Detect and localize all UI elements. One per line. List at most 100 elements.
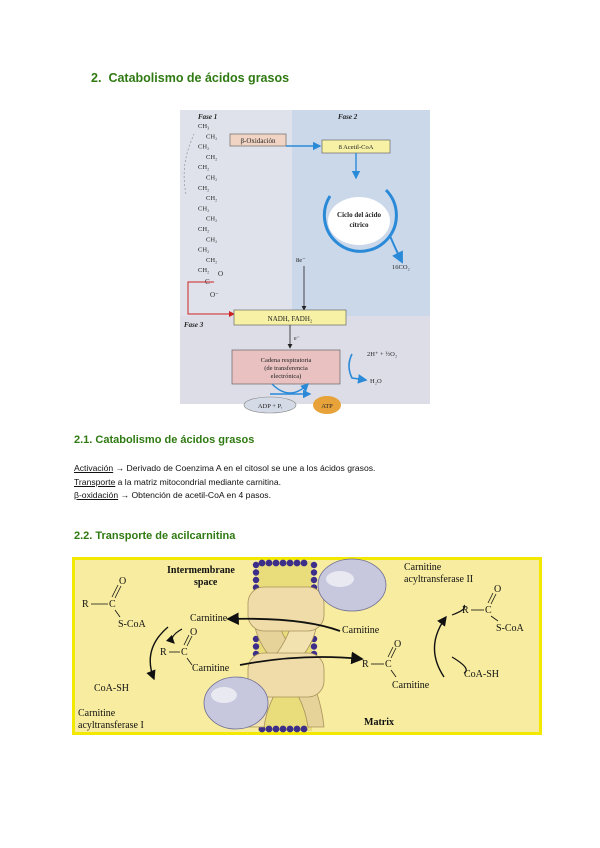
acylcarnitine-left-o: O (190, 627, 197, 638)
acylcarnitine-left-c: C (181, 647, 188, 658)
krebs-cycle-arrow (322, 188, 398, 253)
lipid-head (272, 725, 280, 733)
list-item: β-oxidación → Obtención de acetil-CoA en… (74, 490, 271, 501)
lipid-head (265, 559, 273, 567)
chain-group: CH₂ (198, 144, 209, 151)
acylcarnitine-right-o: O (394, 639, 401, 650)
intermembrane-label-line1: Intermembrane (167, 565, 235, 576)
cat1-label-line2: acyltransferase I (78, 720, 144, 731)
term-beta-oxidation: β-oxidación (74, 490, 119, 501)
nadh-label: NADH, FADH₂ (268, 315, 313, 323)
catabolism-diagram: Fase 1 Fase 2 Fase 3 CH₃CH₂CH₂CH₂CH₂CH₂C… (180, 104, 430, 418)
lipid-head (252, 569, 260, 576)
lipid-head (286, 559, 294, 567)
electrons-label: 8e⁻ (296, 257, 306, 264)
term-activation: Activación (74, 463, 114, 473)
lipid-head (258, 559, 266, 567)
chain-group: CH₂ (206, 195, 217, 202)
lipid-head (265, 725, 273, 733)
page-title: 2. Catabolismo de ácidos grasos (91, 71, 289, 85)
beta-oxidation-label: β-Oxidación (240, 137, 276, 145)
lipid-head (286, 725, 294, 733)
acyl-coa-c: C (109, 599, 116, 610)
lipid-head (310, 569, 318, 576)
acylcarnitine-right-c: C (385, 659, 392, 670)
chain-line3: electrónica) (271, 373, 302, 380)
cat1-enzyme (203, 676, 269, 730)
phase1-label: Fase 1 (198, 113, 217, 121)
cat2-label-line1: Carnitine (404, 562, 442, 573)
atp-label: ATP (321, 403, 333, 410)
chain-group: CH₂ (198, 247, 209, 254)
chain-group: CH₂ (198, 185, 209, 192)
acyl-coa-right-c: C (485, 605, 492, 616)
section-2-1-title: 2.1. Catabolismo de ácidos grasos (74, 434, 255, 446)
chain-line2: (de transferencia (264, 365, 308, 372)
krebs-line2: cítrico (349, 221, 369, 229)
acyl-coa-o: O (119, 576, 126, 587)
carboxyl-o: O (218, 270, 223, 278)
acylcarnitine-left-r: R (160, 647, 167, 658)
acyl-coa-right-r: R (462, 605, 469, 616)
krebs-line1: Ciclo del ácido (337, 211, 381, 219)
carnitine-right: Carnitine (342, 625, 380, 636)
acyl-coa-right-scoa: S-CoA (496, 623, 525, 634)
fatty-acid-chain: CH₃ CH₂ CH₂ CH₂ CH₂ CH₂ CH₂ CH₂ CH₂ CH₂ CH₂ CH₂ CH₂ C… (198, 123, 217, 274)
carboxyl-o-minus: O⁻ (210, 291, 219, 299)
coash-right: CoA-SH (464, 669, 499, 680)
adp-label: ADP + Pᵢ (258, 403, 283, 410)
adp-oval (243, 396, 297, 414)
oxygen-label: 2H⁺ + ½O₂ (367, 351, 397, 358)
section-2-2-title: 2.2. Transporte de acilcarnitina (74, 530, 236, 542)
chain-group: CH₂ (206, 133, 217, 140)
acylcarnitine-right-carnitine: Carnitine (392, 680, 430, 691)
acylcarnitine-left-carnitine: Carnitine (192, 663, 230, 674)
phase2-label: Fase 2 (338, 113, 358, 121)
chain-group: CH₂ (206, 175, 217, 182)
chain-group: CH₂ (206, 154, 217, 161)
co2-label: 16CO₂ (392, 264, 410, 271)
beta-oxidation-box (229, 133, 287, 147)
respiratory-chain-box (231, 349, 341, 385)
cat1-label-line1: Carnitine (78, 708, 116, 719)
chain-group: CH₂ (206, 236, 217, 243)
chain-line1: Cadena respiratoria (261, 357, 312, 364)
chain-group: CH₂ (198, 226, 209, 233)
section-number: 2. (91, 71, 102, 85)
lipid-head (252, 635, 260, 643)
lipid-head (293, 559, 301, 567)
term-transport: Transporte (74, 476, 116, 487)
acylcarnitine-right-r: R (362, 659, 369, 670)
lipid-head (300, 725, 308, 733)
chain-group: CH₃ (198, 123, 209, 130)
electron-label: e⁻ (294, 336, 300, 342)
chain-group: CH₂ (206, 216, 217, 223)
krebs-cycle (328, 197, 390, 245)
acetyl-coa-label: 8 Acetil-CoA (339, 144, 374, 151)
intermembrane-label-line2: space (194, 577, 218, 588)
lipid-head (252, 561, 260, 569)
section-title: Catabolismo de ácidos grasos (108, 71, 290, 85)
lipid-head (272, 559, 280, 567)
coash-left: CoA-SH (94, 683, 129, 694)
lipid-head (252, 643, 260, 650)
lipid-head (279, 559, 287, 567)
acyl-coa-scoa: S-CoA (118, 619, 147, 630)
carnitine-left: Carnitine (190, 613, 228, 624)
acyl-coa-right-o: O (494, 584, 501, 595)
lipid-head (310, 561, 318, 569)
list-item: Transporte a la matriz mitocondrial medi… (74, 476, 281, 487)
catabolism-steps: Activación → Derivado de Coenzima A en e… (74, 462, 375, 503)
acylcarnitine-transport-diagram: Intermembrane space Matrix Carnitine acy… (72, 557, 542, 735)
list-item: Activación → Derivado de Coenzima A en e… (74, 463, 376, 473)
transporter-bottom (247, 652, 325, 698)
lipid-head (279, 725, 287, 733)
chain-group: CH₂ (198, 205, 209, 212)
lipid-head (293, 725, 301, 733)
chain-group: CH₂ (198, 164, 209, 171)
water-label: H₂O (370, 378, 382, 385)
acyl-coa-r: R (82, 599, 89, 610)
chain-group: CH₂ (206, 257, 217, 264)
matrix-label: Matrix (364, 717, 394, 728)
lipid-head (252, 576, 260, 584)
